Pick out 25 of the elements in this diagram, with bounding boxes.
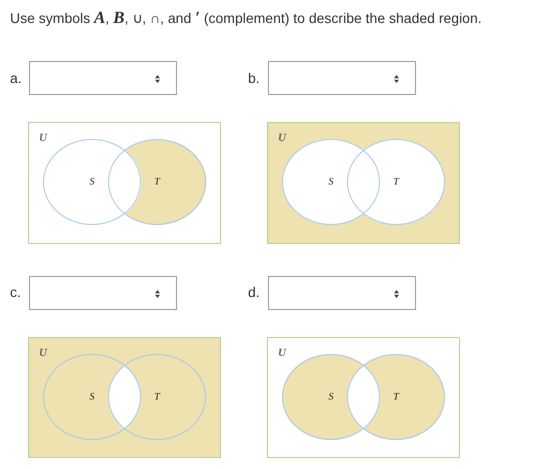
question-letter: b. [248, 70, 260, 86]
universal-set-box [267, 122, 460, 244]
set-label: T [154, 392, 160, 402]
set-circle [108, 354, 206, 440]
set-label: U [278, 347, 286, 359]
set-label: S [328, 176, 334, 188]
universal-set-box [28, 122, 221, 244]
set-label: S [328, 392, 334, 402]
instruction-text: Use symbols A, B, ∪, ∩, and ′ (complement) to describe the shaded region. [10, 8, 482, 28]
set-label: S [90, 176, 94, 188]
set-label: T [393, 176, 399, 188]
set-circle [347, 354, 445, 440]
question-letter: c. [10, 284, 21, 300]
set-circle [108, 139, 206, 225]
set-label: U [39, 347, 47, 359]
universal-set-box [267, 337, 460, 458]
set-circle [347, 139, 445, 225]
set-label: T [393, 392, 399, 402]
set-label: U [39, 132, 47, 144]
set-label: S [90, 392, 94, 402]
question-letter: d. [248, 284, 260, 300]
question-letter: a. [10, 70, 22, 86]
set-label: U [278, 132, 286, 144]
universal-set-box [28, 337, 221, 458]
set-label: T [154, 176, 160, 188]
